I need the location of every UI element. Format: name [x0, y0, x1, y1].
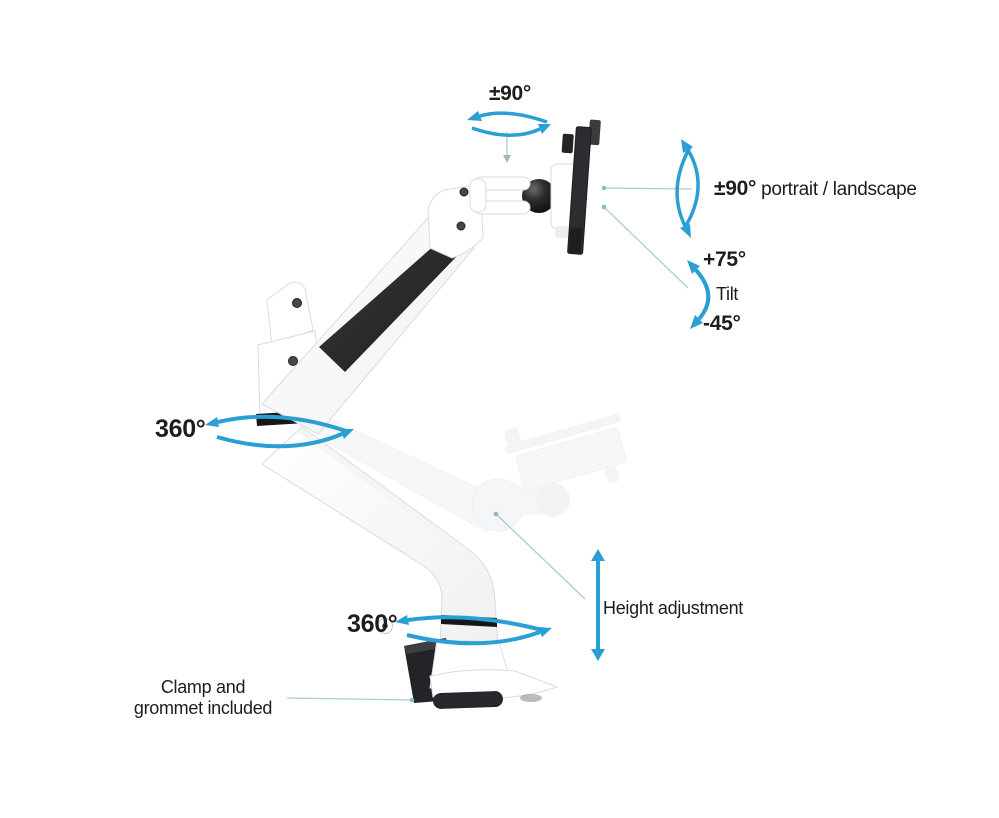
clamp-note-line2: grommet included [133, 698, 273, 718]
head-assembly [469, 119, 601, 255]
tilt-up-angle-label: +75° [703, 248, 746, 271]
pan-rotation-arrow [479, 111, 548, 124]
arm-rotation-arrow [217, 414, 347, 433]
portrait-landscape-label: ±90°portrait / landscape [714, 177, 917, 201]
tilt-down-angle-label: -45° [703, 312, 741, 335]
leader-clamp [286, 697, 413, 701]
desk-clamp-base [377, 618, 559, 709]
tilt-label: Tilt [716, 284, 739, 304]
rotation-arrows [205, 111, 711, 661]
base-rotation-arrow [407, 615, 547, 633]
clamp-note-line1: Clamp and [160, 677, 246, 697]
upper-arm [261, 185, 484, 435]
leader-height [495, 513, 586, 600]
vesa-mount-plate [561, 119, 601, 255]
height-adjustment-label: Height adjustment [603, 598, 743, 618]
pivot-screw [288, 356, 298, 366]
ball-joint [522, 179, 556, 213]
gas-spring-black-cover [319, 236, 459, 372]
pivot-screw [292, 298, 302, 308]
portrait-landscape-text: portrait / landscape [761, 179, 917, 200]
pan-angle-label: ±90° [488, 82, 532, 105]
base-rotation-label: 360° [347, 610, 398, 638]
pivot-screw [459, 187, 469, 197]
clamp-note: Clamp and grommet included [118, 677, 288, 719]
arm-rotation-label: 360° [155, 415, 206, 443]
rubber-pad [433, 691, 503, 709]
leader-tilt [603, 206, 689, 289]
portrait-landscape-arrow [682, 149, 700, 230]
portrait-landscape-angle: ±90° [714, 177, 757, 200]
tilt-arrow [694, 268, 711, 321]
pivot-screw [456, 221, 466, 231]
